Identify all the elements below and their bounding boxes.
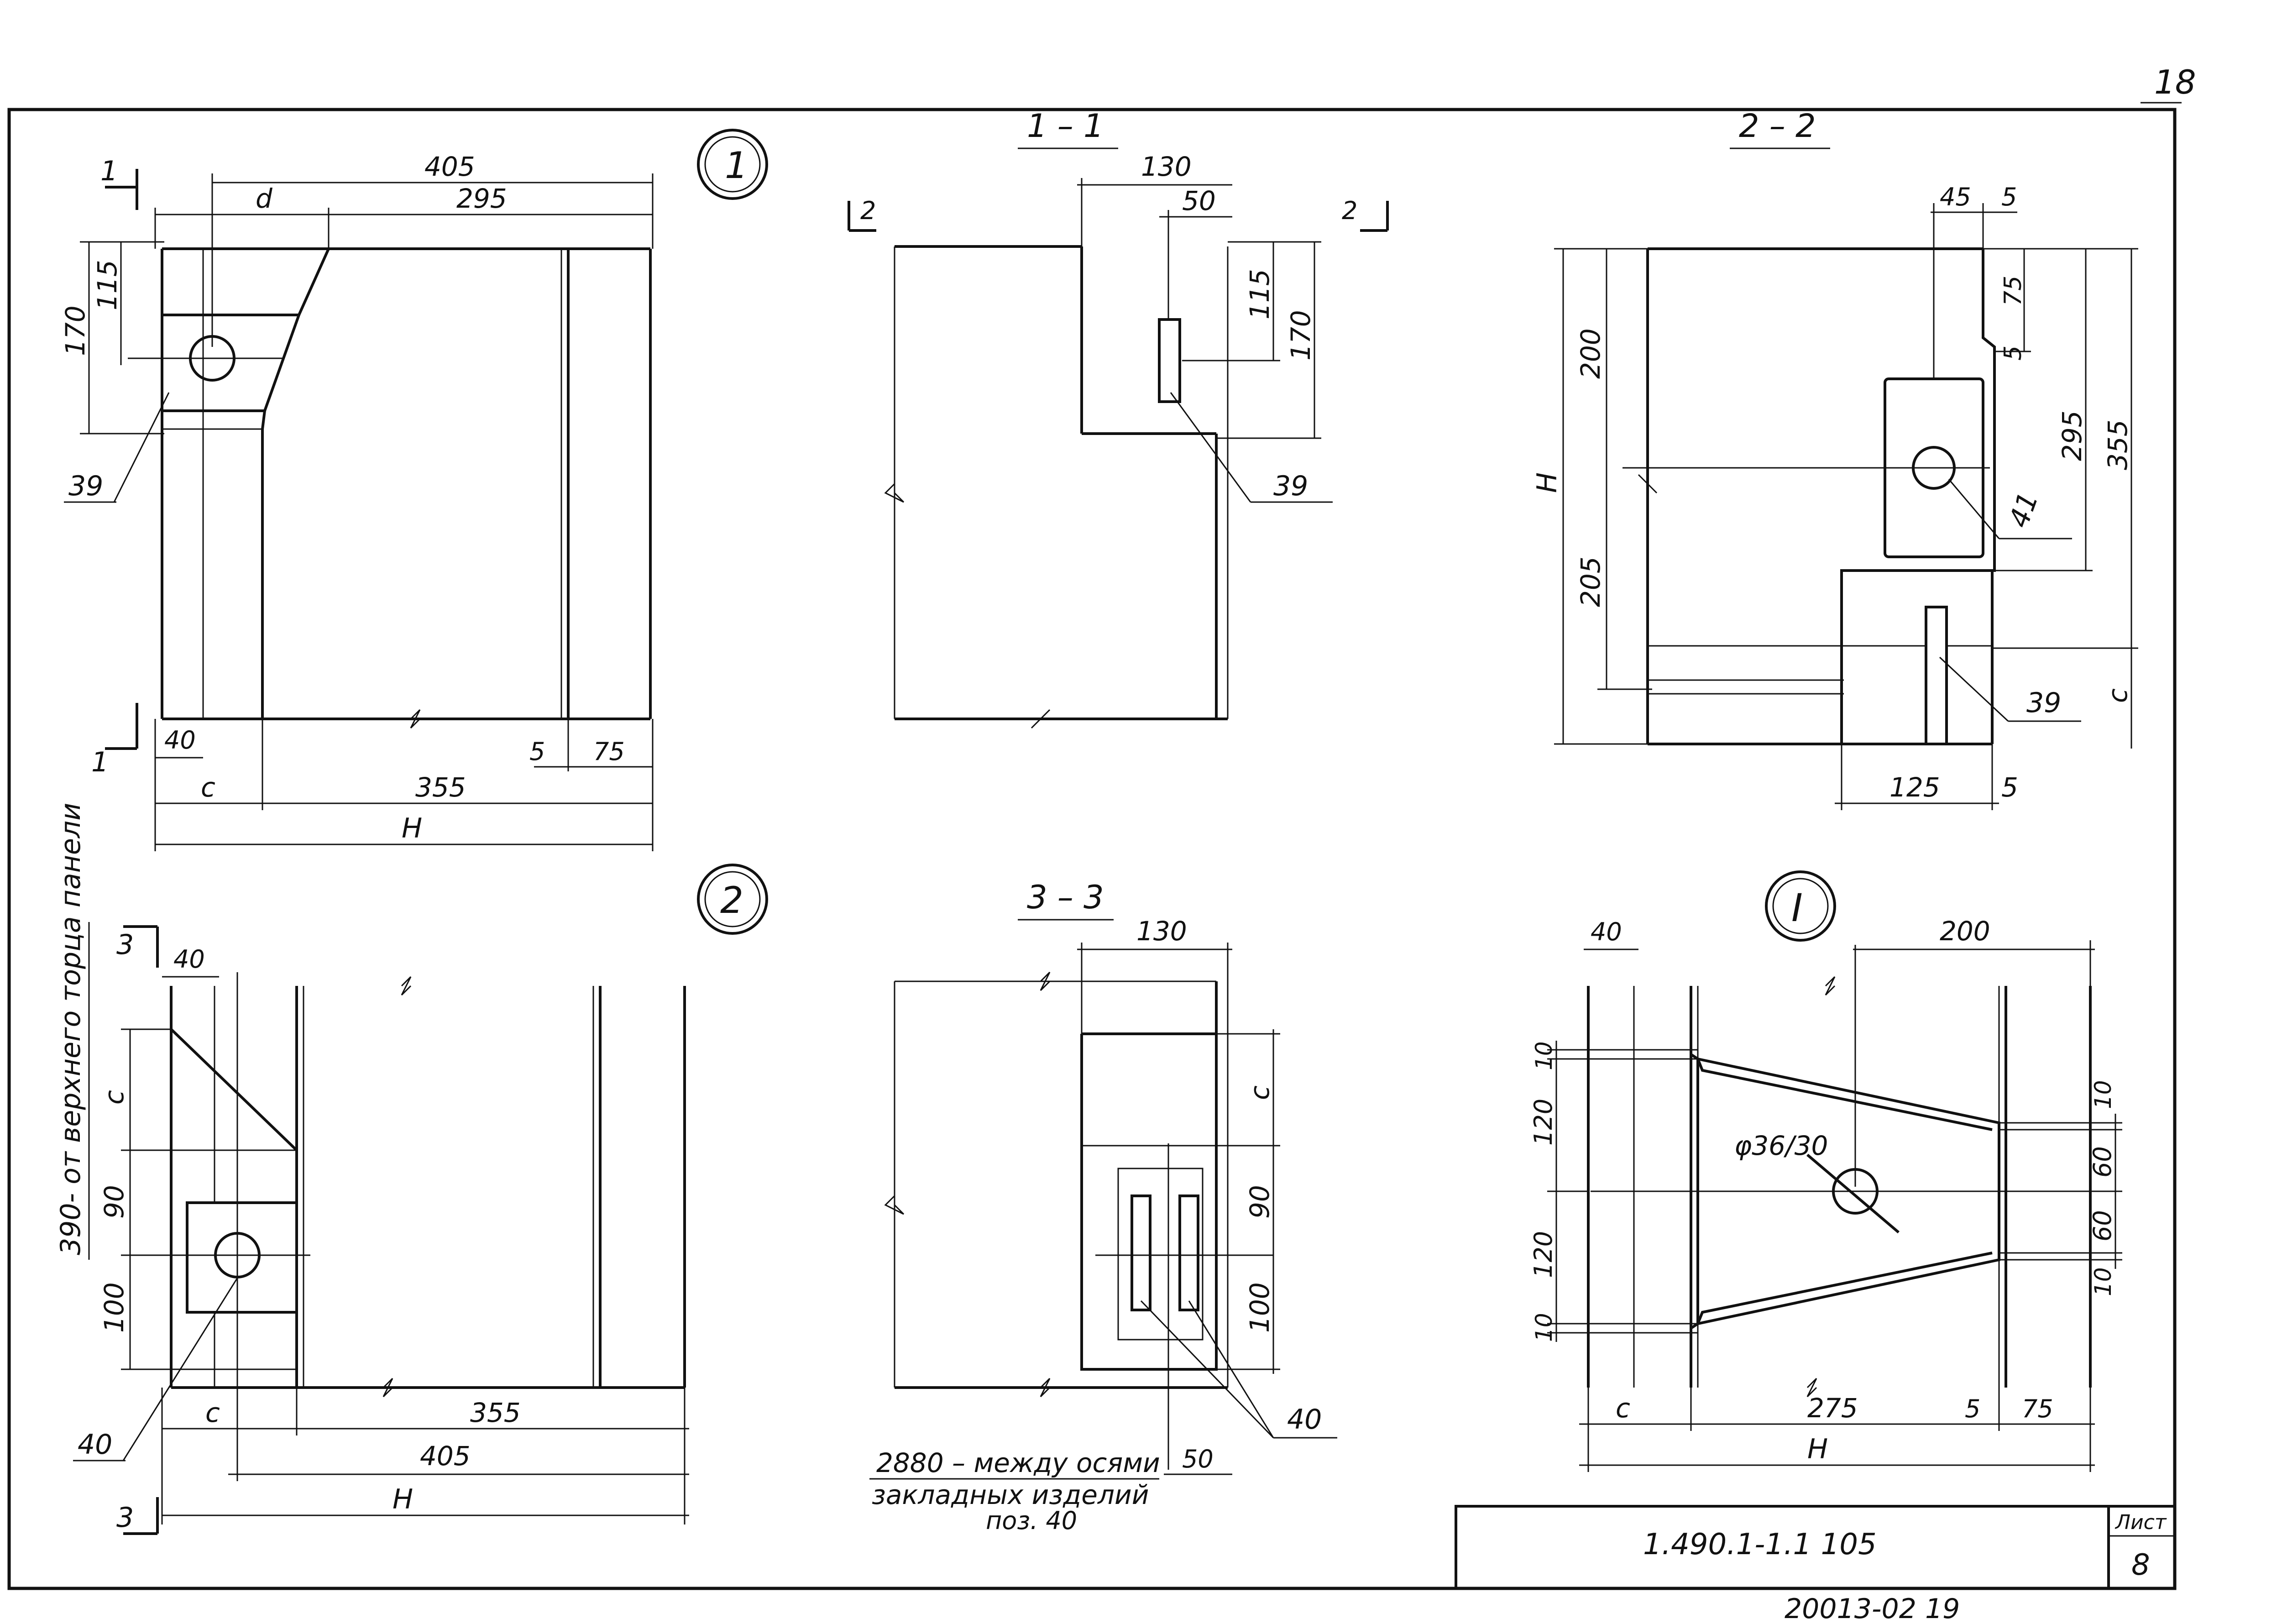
dim-60-right-top: 60 <box>2088 1146 2117 1178</box>
section-1-1-title: 1 – 1 <box>1027 107 1104 145</box>
section-mark-top: 3 <box>116 929 134 961</box>
page-number: 18 <box>2154 63 2196 101</box>
dim-40: 40 <box>173 945 205 974</box>
dim-10-top: 10 <box>1531 1041 1557 1070</box>
dim-295: 295 <box>2057 410 2088 461</box>
leader-40: 40 <box>78 1429 112 1461</box>
dim-130: 130 <box>1136 916 1187 947</box>
dim-40: 40 <box>1591 917 1622 946</box>
view-1-badge: 1 <box>725 144 748 187</box>
section-mark-left: 2 <box>860 196 876 225</box>
dim-355: 355 <box>470 1397 521 1428</box>
dim-50: 50 <box>1182 185 1216 216</box>
section-mark-right: 2 <box>1342 196 1357 225</box>
dim-405: 405 <box>420 1441 471 1472</box>
dim-90: 90 <box>1244 1185 1275 1219</box>
title-block: 1.490.1-1.1 105 Лист 8 <box>1455 1505 2176 1590</box>
section-2-2-title: 2 – 2 <box>1739 107 1816 145</box>
dim-75: 75 <box>2022 1394 2053 1423</box>
dim-60-right-bottom: 60 <box>2088 1210 2117 1242</box>
section-mark-bottom: 3 <box>116 1502 134 1534</box>
dim-h: H <box>1531 472 1563 493</box>
section-1-1: 1 – 1 130 50 115 170 39 2 2 <box>848 107 1389 729</box>
view-2: 2 c 90 100 390- от верхнего торца панели… <box>55 803 768 1535</box>
dim-5b: 5 <box>1999 346 2027 361</box>
detail-I: I φ36/30 40 200 10 120 120 10 <box>1529 870 2122 1472</box>
dim-170: 170 <box>60 305 91 356</box>
note-line-1: 2880 – между осями <box>876 1447 1160 1478</box>
hole-diameter-label: φ36/30 <box>1734 1130 1828 1161</box>
dim-5c: 5 <box>2001 772 2018 803</box>
view-2-badge: 2 <box>720 879 743 922</box>
note-line-2: закладных изделий <box>872 1479 1149 1510</box>
archive-number: 20013-02 19 <box>1785 1593 1960 1624</box>
dim-c-bottom: c <box>205 1397 220 1428</box>
dim-d: d <box>256 183 273 214</box>
dim-5: 5 <box>1965 1394 1980 1423</box>
dim-75: 75 <box>1999 276 2027 306</box>
dim-10-bottom: 10 <box>1531 1313 1557 1342</box>
dim-5: 5 <box>2001 183 2017 211</box>
section-mark-top: 1 <box>100 155 118 187</box>
sheet-frame <box>7 108 2177 1590</box>
dim-120-bottom: 120 <box>1529 1231 1558 1278</box>
dim-170: 170 <box>1285 310 1316 361</box>
leader-41: 41 <box>2003 488 2045 532</box>
leader-39: 39 <box>2026 687 2061 719</box>
dim-40: 40 <box>164 726 196 754</box>
dim-90: 90 <box>99 1185 130 1219</box>
section-mark-bottom: 1 <box>91 746 109 778</box>
dim-405: 405 <box>424 151 475 182</box>
leader-39: 39 <box>68 470 103 502</box>
leader-40: 40 <box>1287 1404 1322 1435</box>
dim-5: 5 <box>529 737 545 766</box>
dim-h: H <box>393 1483 413 1515</box>
dim-75: 75 <box>593 737 625 766</box>
dim-c: c <box>2102 688 2133 703</box>
dim-130: 130 <box>1141 151 1192 182</box>
dim-295: 295 <box>456 183 507 214</box>
dim-c: c <box>1616 1393 1630 1424</box>
leader-39: 39 <box>1273 470 1308 502</box>
dim-c: c <box>201 772 215 803</box>
dim-355: 355 <box>415 772 466 803</box>
dim-45: 45 <box>1940 183 1971 211</box>
dim-200: 200 <box>1575 328 1606 379</box>
section-3-3-title: 3 – 3 <box>1027 879 1104 916</box>
note-line-3: поз. 40 <box>986 1506 1077 1535</box>
dim-c: c <box>99 1090 130 1105</box>
dim-50: 50 <box>1182 1445 1214 1473</box>
vertical-note: 390- от верхнего торца панели <box>55 803 87 1255</box>
dim-h: H <box>1807 1433 1828 1465</box>
section-3-3: 3 – 3 130 c 90 100 50 40 2880 – <box>869 879 1337 1535</box>
dim-205: 205 <box>1575 556 1606 607</box>
dim-c: c <box>1244 1085 1275 1100</box>
dim-115: 115 <box>92 260 123 310</box>
dim-10-right-top: 10 <box>2090 1080 2116 1109</box>
dim-10-right-bottom: 10 <box>2090 1267 2116 1296</box>
dim-200: 200 <box>1940 916 1990 947</box>
dim-120-top: 120 <box>1529 1099 1558 1146</box>
sheet-number: 8 <box>2131 1548 2150 1582</box>
dim-125: 125 <box>1889 772 1940 803</box>
dim-275: 275 <box>1807 1393 1858 1424</box>
dim-100: 100 <box>1244 1282 1275 1333</box>
view-1: 1 405 d 295 115 170 <box>60 129 768 851</box>
dim-115: 115 <box>1244 269 1275 320</box>
sheet-label: Лист <box>2115 1511 2167 1534</box>
dim-355: 355 <box>2102 419 2133 470</box>
detail-I-badge: I <box>1791 885 1803 930</box>
dim-h: H <box>402 812 422 844</box>
document-code: 1.490.1-1.1 105 <box>1643 1528 1877 1561</box>
dim-100: 100 <box>99 1282 130 1333</box>
section-2-2: 2 – 2 H 200 205 45 5 <box>1531 107 2138 810</box>
